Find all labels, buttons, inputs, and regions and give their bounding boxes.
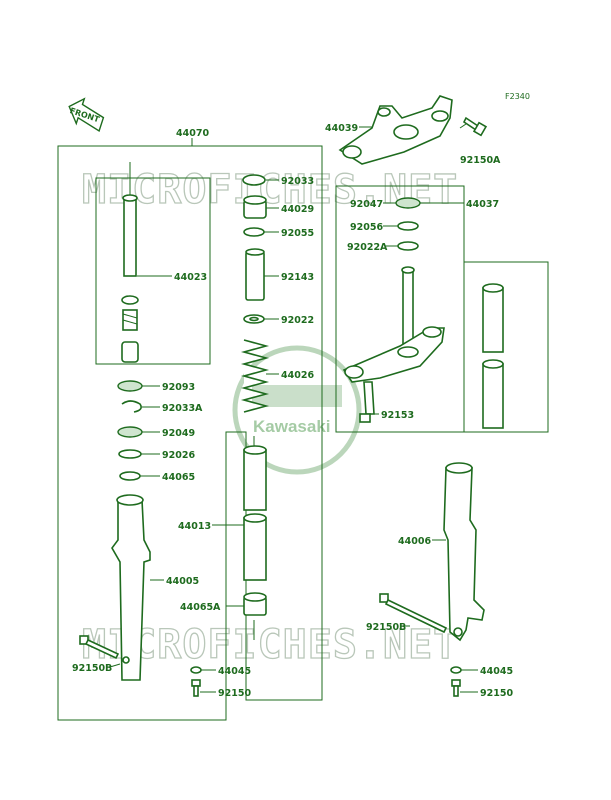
label-92022a: 92022A [347,242,388,253]
clip-92033a [121,400,142,413]
washer-92022 [243,314,265,324]
o-ring-92055 [243,227,265,237]
seal-92093 [117,380,143,392]
label-92056: 92056 [350,222,383,233]
label-92153: 92153 [381,410,414,421]
bearing-92047 [395,197,421,209]
label-44045-mid: 44045 [218,666,251,677]
front-arrow-icon: FRONT [68,97,105,132]
bolt-92150b-left [79,635,120,660]
fork-assembly-box [57,145,323,721]
label-92055: 92055 [281,228,314,239]
label-92150-mid: 92150 [218,688,251,699]
steering-stem-box [335,185,465,433]
washer-44045-right [450,666,462,674]
label-92150-right: 92150 [480,688,513,699]
watermark-top: MICROFICHES.NET [82,167,458,213]
inner-tube-44013 [243,436,267,581]
label-44070: 44070 [176,128,209,139]
kawasaki-logo: Kawasaki [232,345,362,475]
label-44013: 44013 [178,521,211,532]
upper-triple-clamp [338,95,453,165]
label-92150b-left: 92150B [72,663,112,674]
o-ring-92033 [242,174,266,186]
label-44026: 44026 [281,370,314,381]
label-44065a: 44065A [180,602,221,613]
label-92143: 92143 [281,272,314,283]
kawasaki-logo-text: Kawasaki [253,417,331,436]
bushing-44065a [243,592,267,640]
label-92026: 92026 [162,450,195,461]
label-44037: 44037 [466,199,499,210]
label-44065: 44065 [162,472,195,483]
label-92033: 92033 [281,176,314,187]
seal-92056 [397,221,419,231]
bolt-92150b-right [379,593,448,634]
outer-tube-44005 [111,494,151,681]
bushing-44065 [119,471,141,481]
cap-44029 [243,195,267,219]
right-fork-box [464,261,549,433]
damper-rod [121,162,139,363]
label-92150b-right: 92150B [366,622,406,633]
diagram-code: F2340 [505,92,530,101]
spring-kit-box [95,177,211,365]
label-44045-right: 44045 [480,666,513,677]
label-44006: 44006 [398,536,431,547]
label-92022: 92022 [281,315,314,326]
seal-92049 [117,426,143,438]
label-92047: 92047 [350,199,383,210]
bolt-92150-mid [191,679,201,697]
washer-92026 [118,449,142,459]
outer-tube-44006 [443,462,485,642]
watermark-bottom: MICROFICHES.NET [82,622,458,668]
washer-44045-mid [190,666,202,674]
label-92093: 92093 [162,382,195,393]
right-inner-tube [482,283,504,429]
steering-stem [342,266,445,383]
label-92150a: 92150A [460,155,501,166]
washer-92022a [397,241,419,251]
bolt-92150a [462,116,488,137]
spacer-92143 [245,248,265,301]
label-44039: 44039 [325,123,358,134]
bolt-92153 [359,381,375,423]
bolt-92150-right [451,679,461,697]
spring-44026 [240,339,270,413]
label-92049: 92049 [162,428,195,439]
label-44023: 44023 [174,272,207,283]
label-44029: 44029 [281,204,314,215]
label-92033a: 92033A [162,403,203,414]
label-44005: 44005 [166,576,199,587]
